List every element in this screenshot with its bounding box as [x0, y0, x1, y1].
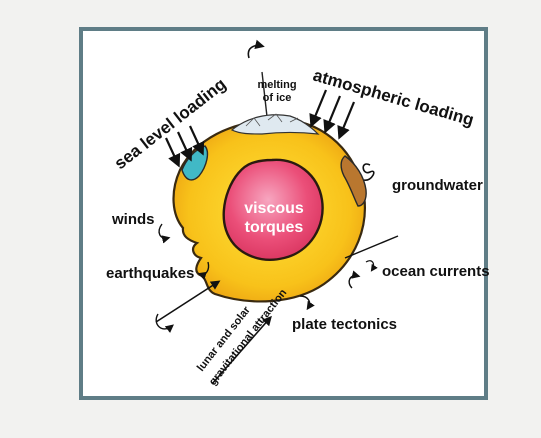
ocean-currents-label: ocean currents	[382, 263, 490, 280]
plate-tectonics-label: plate tectonics	[292, 316, 397, 333]
of-ice-label: of ice	[263, 92, 292, 104]
torques-label: torques	[245, 219, 304, 236]
viscous-label: viscous	[244, 200, 304, 217]
winds-label: winds	[111, 211, 155, 228]
groundwater-label: groundwater	[392, 177, 483, 194]
melting-label: melting	[257, 79, 296, 91]
earthquakes-label: earthquakes	[106, 265, 194, 282]
